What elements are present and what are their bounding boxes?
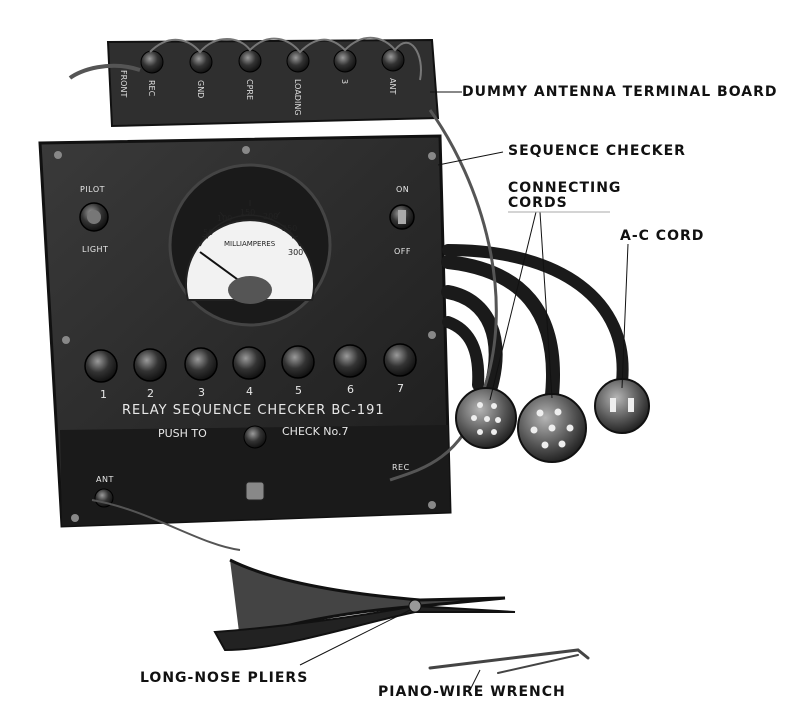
milliamperes-meter [168,163,332,327]
terminal-label-rec: REC [147,80,156,97]
off-label: OFF [394,247,411,256]
ac-cord-plug [594,378,650,434]
push-to-check-button [243,425,267,449]
long-nose-pliers [213,558,516,652]
wrench-callout: PIANO-WIRE WRENCH [378,684,566,700]
panel-title: RELAY SEQUENCE CHECKER BC-191 [122,403,385,418]
button-number-2: 2 [147,387,154,400]
terminal-label-ant: ANT [388,78,397,95]
button-number-3: 3 [198,386,205,399]
sequence-checker-callout: SEQUENCE CHECKER [508,143,686,159]
antenna-lead-wire [389,109,498,482]
check-no-label: CHECK No.7 [282,425,349,438]
button-number-5: 5 [295,384,302,397]
terminal-label-gnd: GND [196,80,205,99]
terminal-label-cpre: CPRE [245,79,254,101]
ac-cord-callout: A-C CORD [620,228,705,244]
ant-jack-label: ANT [96,475,114,484]
meter-scale-250: 250 [282,224,298,233]
meter-scale-200: 200 [263,212,279,221]
meter-scale-300: 300 [288,248,304,257]
connecting-cords-callout-line2: CORDS [508,195,568,211]
check-buttons-row [84,343,417,383]
dummy-antenna-terminal-board [68,36,440,128]
pilot-label: PILOT [80,185,106,194]
meter-scale-150: 150 [240,208,256,217]
connecting-cords-callout-line1: CONNECTING [508,180,622,196]
meter-scale-50: 50 [203,228,214,237]
callout-leaders [299,91,629,691]
meter-unit-label: MILLIAMPERES [224,240,276,248]
on-label: ON [396,185,410,194]
checker-cabinet [38,134,452,528]
button-number-7: 7 [397,382,404,395]
meter-scale-100: 100 [217,214,233,223]
connector-plug-2 [517,393,587,463]
piano-wire-wrench [428,648,590,674]
terminal-label-3: 3 [340,79,349,85]
pliers-callout: LONG-NOSE PLIERS [140,670,309,686]
button-number-4: 4 [246,385,253,398]
button-number-1: 1 [100,388,107,401]
rec-jack-label: REC [392,463,410,472]
terminal-label-front: FRONT [119,70,128,98]
connector-plug-1 [455,387,517,449]
push-to-label: PUSH TO [158,427,207,440]
button-number-6: 6 [347,383,354,396]
light-label: LIGHT [82,245,109,254]
terminal-board-callout: DUMMY ANTENNA TERMINAL BOARD [462,84,778,100]
terminal-label-loading: LOADING [293,79,302,116]
connecting-cords [441,244,629,402]
